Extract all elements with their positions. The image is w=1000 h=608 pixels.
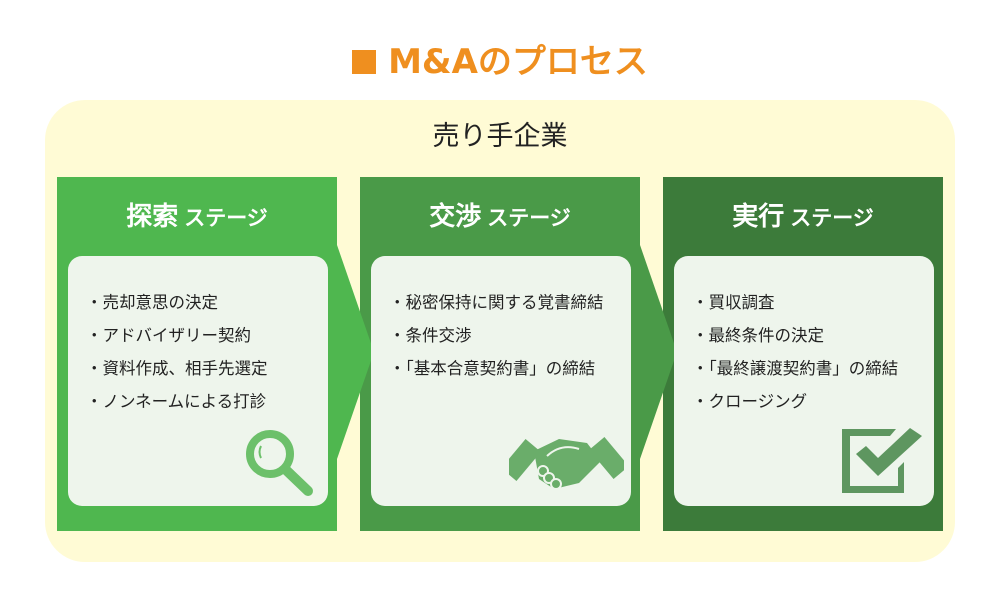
stage-name: 交渉	[429, 202, 482, 232]
page-title: M&Aのプロセス	[0, 40, 1000, 84]
list-item: 資料作成、相手先選定	[86, 352, 268, 385]
stage-1-card: 売却意思の決定 アドバイザリー契約 資料作成、相手先選定 ノンネームによる打診	[68, 256, 328, 506]
stage-name: 実行	[732, 202, 785, 232]
list-item: 買収調査	[692, 286, 898, 319]
square-bullet-icon	[352, 50, 377, 74]
list-item: 秘密保持に関する覚書締結	[389, 286, 604, 319]
list-item: 最終条件の決定	[692, 319, 898, 352]
stage-3-title: 実行ステージ	[663, 197, 943, 238]
stage-2-title: 交渉ステージ	[360, 197, 640, 238]
stage-name: 探索	[126, 202, 179, 232]
stage-suffix: ステージ	[184, 206, 268, 230]
list-item: ノンネームによる打診	[86, 385, 268, 418]
magnifier-icon	[246, 430, 313, 496]
stage-2-card: 秘密保持に関する覚書締結 条件交渉 「基本合意契約書」の締結	[371, 256, 631, 506]
title-text: M&Aのプロセス	[388, 42, 648, 82]
list-item: 条件交渉	[389, 319, 604, 352]
stage-suffix: ステージ	[487, 206, 571, 230]
checkbox-icon	[842, 428, 922, 493]
list-item: アドバイザリー契約	[86, 319, 268, 352]
seller-heading: 売り手企業	[432, 121, 568, 152]
list-item: 「基本合意契約書」の締結	[389, 352, 604, 385]
list-item: 売却意思の決定	[86, 286, 268, 319]
list-item: クロージング	[692, 385, 898, 418]
stage-1-title: 探索ステージ	[57, 197, 337, 238]
stage-3-card: 買収調査 最終条件の決定 「最終譲渡契約書」の締結 クロージング	[674, 256, 934, 506]
stage-suffix: ステージ	[790, 206, 874, 230]
handshake-icon	[509, 437, 624, 490]
list-item: 「最終譲渡契約書」の締結	[692, 352, 899, 385]
